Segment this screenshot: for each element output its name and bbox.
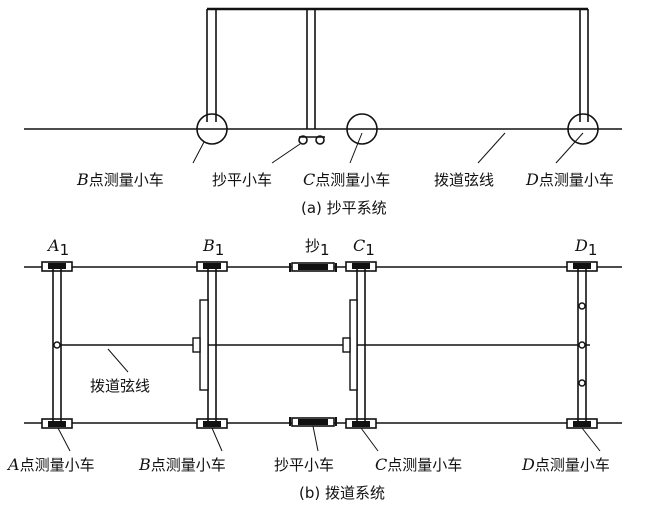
b-cart: [192, 261, 228, 429]
label-a-cart: A点测量小车: [6, 455, 95, 474]
label-chord-top: 拨道弦线: [434, 171, 494, 189]
leader-level-cart-bottom: [312, 425, 319, 452]
c-cart-wheel: [346, 113, 378, 145]
label-c-cart: C点测量小车: [303, 170, 390, 189]
leveling-system: B点测量小车 抄平小车 C点测量小车 拨道弦线 D点测量小车 (a) 抄平系统: [24, 7, 622, 217]
leader-d-cart-bottom: [581, 427, 601, 452]
leader-c-cart-bottom: [360, 427, 379, 452]
leader-b-cart-bottom: [211, 427, 223, 452]
level-cart-top: [298, 135, 325, 145]
label-level-cart: 抄平小车: [212, 171, 272, 189]
label-b-cart-bottom: B点测量小车: [138, 455, 226, 474]
label-c-cart-bottom: C点测量小车: [375, 455, 462, 474]
label-chord-bottom: 拨道弦线: [90, 377, 150, 395]
level-cart-wheel-left: [298, 135, 308, 145]
d-cart-wheel: [567, 113, 599, 145]
level-cart-bottom-view: [289, 262, 337, 427]
label-chao1: 抄1: [305, 237, 330, 259]
c-cart-plate: [349, 299, 358, 391]
leader-chord-bottom: [107, 348, 129, 373]
label-c1: C1: [353, 236, 375, 259]
leader-level-cart: [271, 143, 301, 164]
leader-c-cart: [349, 132, 363, 164]
leader-b-cart: [192, 141, 205, 164]
leader-a-cart: [57, 427, 71, 452]
caption-a: (a) 抄平系统: [301, 199, 387, 217]
caption-b: (b) 拨道系统: [299, 484, 385, 502]
label-d-cart-bottom: D点测量小车: [521, 455, 610, 474]
alignment-system: A1 B1 抄1 C1 D1 拨道弦线 A点测量小车 B点测量小车 抄平小车: [6, 236, 622, 502]
leader-chord: [477, 132, 506, 164]
a-cart: [41, 261, 73, 429]
label-level-cart-bottom: 抄平小车: [274, 456, 334, 474]
d-cart: [566, 261, 598, 429]
b-cart-plate: [199, 299, 209, 391]
label-b-cart: B点测量小车: [76, 170, 164, 189]
label-b1: B1: [202, 236, 224, 259]
b-cart-wheel: [196, 113, 228, 145]
label-a1: A1: [46, 236, 69, 259]
label-d-cart: D点测量小车: [525, 170, 614, 189]
leader-d-cart: [555, 132, 584, 164]
c-cart: [342, 261, 377, 429]
level-cart-wheel-right: [315, 135, 325, 145]
label-d1: D1: [574, 236, 597, 259]
